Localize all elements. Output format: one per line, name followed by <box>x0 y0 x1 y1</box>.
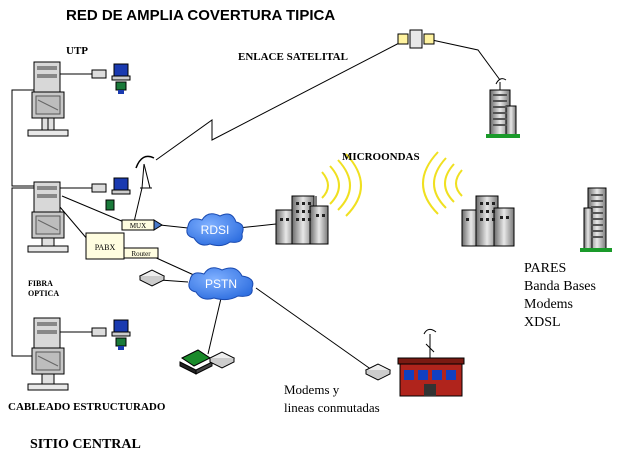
mux-rdsi-link <box>159 224 189 229</box>
mux-label: MUX <box>130 222 146 230</box>
modem-icon <box>91 327 107 337</box>
modem-icon <box>91 183 107 193</box>
remote-house-icon <box>397 328 465 397</box>
access-tech-item: Modems <box>524 297 573 312</box>
rack-middle <box>27 181 69 253</box>
monitor-icon <box>113 177 129 191</box>
microwave-waves-right <box>422 151 463 215</box>
router-label: Router <box>131 250 151 258</box>
pstn-label: PSTN <box>205 277 237 291</box>
link-lines <box>11 39 501 371</box>
structured-cabling-label: CABLEADO ESTRUCTURADO <box>8 401 166 413</box>
modems-label-line1: Modems y <box>284 382 340 397</box>
fiber-label-line1: FIBRA <box>28 279 53 288</box>
workstation-bottom <box>91 319 131 350</box>
pstn-remote-modem-link <box>255 287 373 371</box>
mux-box: MUX <box>121 219 163 231</box>
rack-bottom <box>27 317 69 391</box>
satellite-link-label: ENLACE SATELITAL <box>238 51 348 63</box>
access-tech-item: Banda Bases <box>524 279 596 294</box>
laptop-icon <box>179 349 213 375</box>
pstn-laptop-link <box>207 293 223 355</box>
office-building-center <box>275 195 329 245</box>
rdsi-cloud: RDSI <box>186 213 244 247</box>
dish-mux-link <box>133 187 143 223</box>
rdsi-building-link <box>237 223 277 229</box>
diagram-title: RED DE AMPLIA COVERTURA TIPICA <box>66 7 335 24</box>
pstn-cloud: PSTN <box>188 267 254 301</box>
office-building-right <box>461 195 515 247</box>
microwave-label: MICROONDAS <box>342 151 420 163</box>
modem-remote <box>364 363 392 381</box>
microwave-waves-left <box>321 153 362 217</box>
access-tech-list: PARES Banda Bases Modems XDSL <box>524 261 596 330</box>
modem-pstn-link <box>159 279 189 283</box>
access-tech-item: PARES <box>524 261 566 276</box>
workstation-middle <box>91 177 131 211</box>
fiber-link-top <box>11 89 37 187</box>
pabx-box: PABX <box>85 232 125 260</box>
fiber-label-line2: OPTICA <box>28 289 59 298</box>
satellite-uplink <box>155 39 406 161</box>
monitor-icon <box>113 319 129 333</box>
router-box: Router <box>123 247 159 259</box>
rdsi-label: RDSI <box>201 223 230 237</box>
tower-building-satellite <box>486 78 520 138</box>
pabx-label: PABX <box>95 243 116 252</box>
modem-icon <box>91 69 107 79</box>
modems-label-line2: lineas conmutadas <box>284 400 380 415</box>
modem-laptop <box>208 351 236 369</box>
central-site-label: SITIO CENTRAL <box>30 437 141 452</box>
rack-top <box>27 61 69 137</box>
monitor-icon <box>113 63 129 77</box>
satellite-downlink <box>431 39 501 81</box>
access-tech-item: XDSL <box>524 315 561 330</box>
fiber-link-bottom <box>11 187 37 357</box>
satellite-dish-icon <box>135 155 155 189</box>
utp-label: UTP <box>66 45 88 57</box>
satellite-icon <box>397 29 435 49</box>
rack-mux-link <box>61 195 125 223</box>
tower-building-access <box>580 187 612 252</box>
workstation-top <box>91 63 131 94</box>
router-pstn-link <box>151 255 197 277</box>
modem-local <box>138 269 166 287</box>
